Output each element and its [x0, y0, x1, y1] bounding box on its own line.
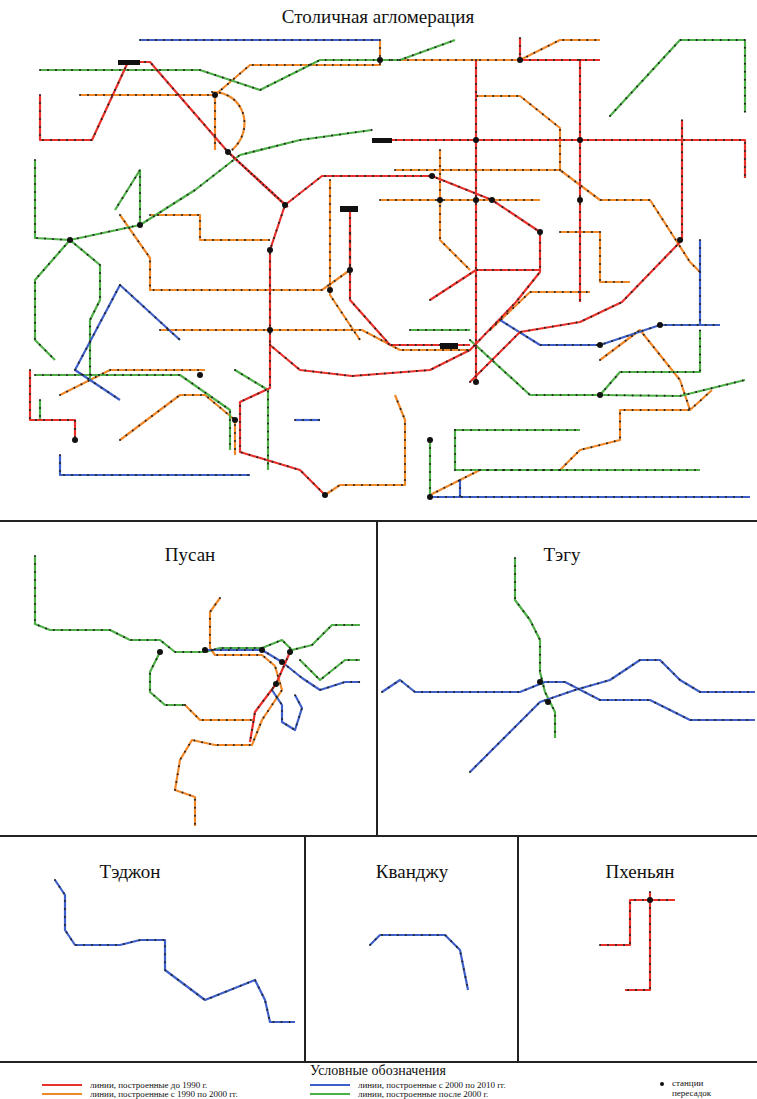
legend-text: линии, построенные с 2000 по 2010 гг.	[358, 1080, 506, 1090]
legend-item: линии, построенные с 2000 по 2010 гг.	[310, 1080, 506, 1090]
legend-line-swatch	[310, 1084, 350, 1086]
legend-line-swatch	[42, 1093, 82, 1095]
legend-title: Условные обозначения	[307, 1063, 449, 1079]
map-panel: Пхеньян	[519, 837, 757, 1061]
panel-heading: Тэджон	[97, 861, 164, 883]
legend-text: линии, построенные с 1990 по 2000 гг.	[90, 1089, 238, 1099]
panel-heading: Кванджу	[373, 861, 451, 883]
legend-text: станции пересадок	[672, 1079, 724, 1098]
metro-lines	[30, 38, 755, 1022]
legend-line-swatch	[42, 1084, 82, 1086]
panel-heading: Столичная агломерация	[279, 6, 477, 28]
legend-item: станции пересадок	[660, 1079, 724, 1098]
legend-dot	[660, 1082, 664, 1086]
legend-item: линии, построенные после 2000 г.	[310, 1089, 488, 1099]
panel-heading: Тэгу	[540, 544, 583, 566]
map-panel: Тэджон	[0, 837, 304, 1061]
legend-item: линии, построенные до 1990 г.	[42, 1080, 207, 1090]
panel-heading: Пхеньян	[603, 861, 678, 883]
interchange-stations	[67, 57, 683, 903]
panel-dividers	[0, 521, 757, 1062]
legend-text: линии, построенные до 1990 г.	[90, 1080, 207, 1090]
panel-heading: Пусан	[162, 544, 219, 566]
legend-item: линии, построенные с 1990 по 2000 гг.	[42, 1089, 238, 1099]
map-panel: Кванджу	[306, 837, 517, 1061]
map-panel: Столичная агломерация	[0, 0, 757, 520]
map-panel: Пусан	[0, 522, 376, 834]
stations	[30, 38, 755, 1022]
map-panel: Тэгу	[379, 522, 757, 834]
legend-text: линии, построенные после 2000 г.	[358, 1089, 488, 1099]
legend-line-swatch	[310, 1093, 350, 1095]
